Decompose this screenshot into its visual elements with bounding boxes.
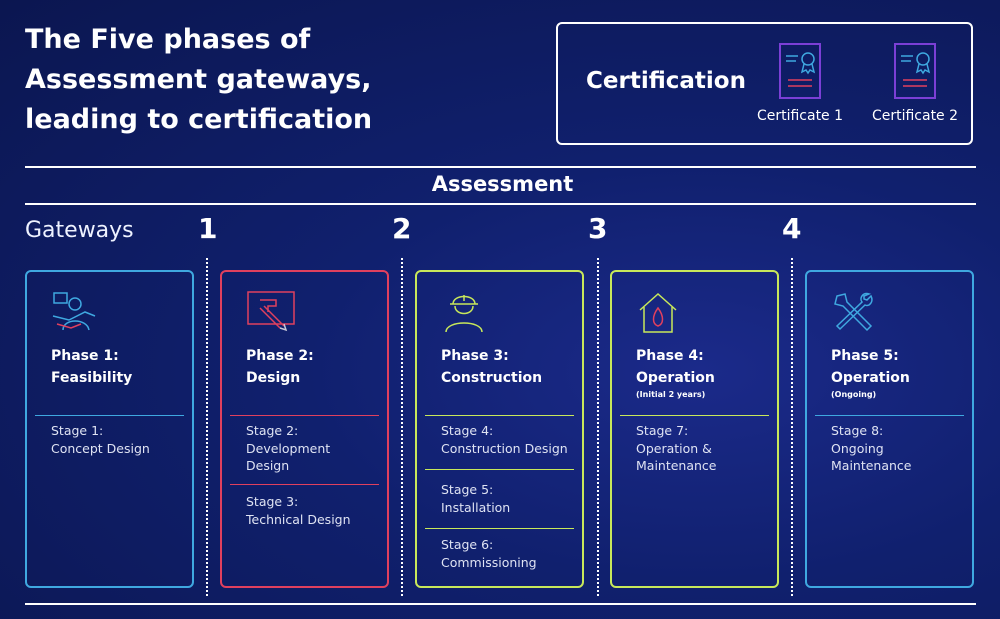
title-line-3: leading to certification [25, 104, 373, 135]
stage-5-divider [425, 528, 574, 529]
title-line-1: The Five phases of [25, 24, 311, 55]
phase-card-2: Phase 2: Design Stage 2: Development Des… [220, 270, 389, 588]
gateway-divider-1 [206, 258, 208, 596]
phase-4-note: (Initial 2 years) [636, 390, 706, 399]
page-title: The Five phases of Assessment gateways, … [25, 20, 373, 140]
gateway-number-2: 2 [392, 212, 412, 245]
phase-1-divider [35, 415, 184, 416]
phase-5-divider [815, 415, 964, 416]
stage-7: Stage 7: Operation & Maintenance [636, 423, 717, 473]
phase-2-divider [230, 415, 379, 416]
assessment-bottom-rule [25, 203, 976, 205]
assessment-top-rule [25, 166, 976, 168]
stage-4-divider [425, 469, 574, 470]
gateways-label: Gateways [25, 218, 134, 243]
construction-worker-icon [445, 295, 483, 333]
stage-2-divider [230, 484, 379, 485]
stage-5: Stage 5: Installation [441, 482, 511, 515]
title-line-2: Assessment gateways, [25, 64, 372, 95]
phase-2-title: Phase 2: Design [246, 348, 314, 386]
phase-card-5: Phase 5: Operation (Ongoing) Stage 8: On… [805, 270, 974, 588]
certificate-1: Certificate 1 [750, 42, 850, 124]
phase-5-note: (Ongoing) [831, 390, 877, 399]
stage-1: Stage 1: Concept Design [51, 423, 150, 456]
certificate-2: Certificate 2 [865, 42, 965, 124]
bottom-rule [25, 603, 976, 605]
wrench-screwdriver-icon [834, 292, 873, 332]
design-blueprint-icon [247, 291, 295, 332]
gateway-divider-3 [597, 258, 599, 596]
house-flame-icon [639, 292, 677, 333]
phase-card-4: Phase 4: Operation (Initial 2 years) Sta… [610, 270, 779, 588]
stage-3: Stage 3: Technical Design [246, 494, 351, 527]
certificate-1-label: Certificate 1 [756, 108, 844, 124]
gateway-number-3: 3 [588, 212, 608, 245]
phase-card-3: Phase 3: Construction Stage 4: Construct… [415, 270, 584, 588]
certification-panel: Certification Certificate 1 Certificate … [556, 22, 973, 145]
phase-card-1: Phase 1: Feasibility Stage 1: Concept De… [25, 270, 194, 588]
gateway-divider-2 [401, 258, 403, 596]
phase-5-title: Phase 5: Operation [831, 348, 910, 386]
phase-4-divider [620, 415, 769, 416]
certificate-2-label: Certificate 2 [871, 108, 959, 124]
phase-4-title: Phase 4: Operation [636, 348, 715, 386]
phase-3-divider [425, 415, 574, 416]
stage-2: Stage 2: Development Design [246, 423, 331, 473]
phase-1-title: Phase 1: Feasibility [51, 348, 133, 386]
stage-6: Stage 6: Commissioning [441, 537, 537, 570]
stage-8: Stage 8: Ongoing Maintenance [831, 423, 912, 473]
phase-3-title: Phase 3: Construction [441, 348, 543, 386]
assessment-label: Assessment [431, 172, 574, 196]
gateway-number-1: 1 [198, 212, 218, 245]
certification-heading: Certification [586, 68, 746, 94]
certificate-icon [894, 43, 936, 99]
stage-4: Stage 4: Construction Design [441, 423, 568, 456]
certificate-icon [779, 43, 821, 99]
gateway-number-4: 4 [782, 212, 802, 245]
gateway-divider-4 [791, 258, 793, 596]
worker-at-desk-icon [52, 292, 96, 331]
